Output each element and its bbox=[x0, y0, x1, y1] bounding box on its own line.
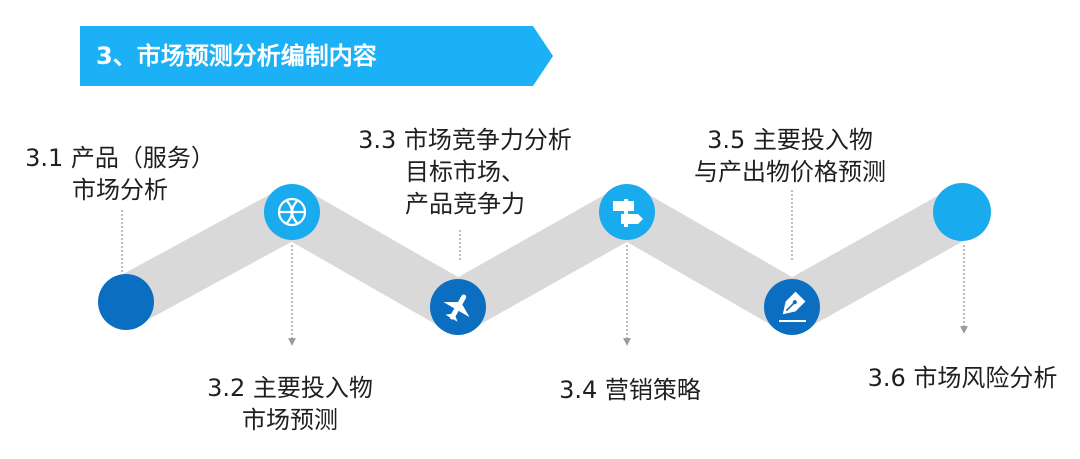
step-label-line: 目标市场、 bbox=[405, 158, 525, 186]
step-label-line: 3.4 营销策略 bbox=[559, 376, 701, 404]
page-title: 3、市场预测分析编制内容 bbox=[96, 42, 377, 70]
basketball-icon bbox=[277, 197, 307, 227]
step-label-3-5: 3.5 主要投入物 与产出物价格预测 bbox=[670, 124, 910, 188]
signpost-icon bbox=[613, 199, 643, 227]
step-label-line: 3.5 主要投入物 bbox=[707, 126, 873, 154]
step-label-line: 3.2 主要投入物 bbox=[207, 374, 373, 402]
step-label-line: 3.1 产品（服务） bbox=[25, 144, 215, 172]
node-3-1 bbox=[98, 274, 154, 330]
step-label-line: 3.6 市场风险分析 bbox=[867, 364, 1058, 392]
title-banner bbox=[80, 26, 553, 86]
step-label-3-2: 3.2 主要投入物 市场预测 bbox=[190, 372, 390, 436]
pen-nib-icon bbox=[782, 291, 806, 315]
node-3-4 bbox=[599, 184, 655, 240]
node-3-3 bbox=[430, 279, 486, 335]
step-label-line: 产品竞争力 bbox=[405, 190, 525, 218]
node-3-6 bbox=[933, 183, 991, 241]
step-label-3-6: 3.6 市场风险分析 bbox=[855, 362, 1070, 394]
node-3-2 bbox=[264, 184, 320, 240]
step-label-line: 3.3 市场竞争力分析 bbox=[358, 126, 572, 154]
step-label-line: 市场分析 bbox=[72, 176, 168, 204]
node-3-5 bbox=[764, 279, 820, 335]
leader-lines bbox=[121, 190, 968, 346]
step-label-3-4: 3.4 营销策略 bbox=[530, 374, 730, 406]
step-label-3-1: 3.1 产品（服务） 市场分析 bbox=[20, 142, 220, 206]
airplane-icon bbox=[443, 294, 470, 322]
step-label-3-3: 3.3 市场竞争力分析 目标市场、 产品竞争力 bbox=[345, 124, 585, 220]
zigzag-band bbox=[100, 186, 988, 333]
step-label-line: 市场预测 bbox=[242, 406, 338, 434]
step-label-line: 与产出物价格预测 bbox=[694, 158, 886, 186]
